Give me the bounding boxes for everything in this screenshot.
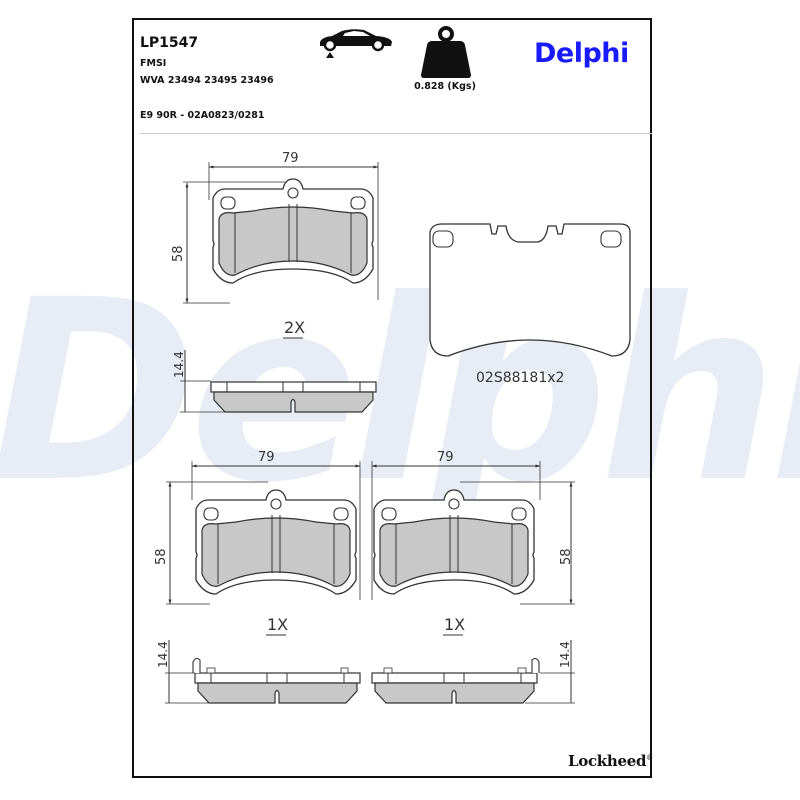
bottom-left-pad-face [195, 489, 357, 595]
svg-text:14.4: 14.4 [558, 641, 572, 668]
svg-text:58: 58 [559, 548, 574, 565]
svg-text:1X: 1X [267, 615, 288, 634]
svg-text:58: 58 [154, 548, 169, 565]
top-pad-side [210, 381, 377, 413]
svg-text:79: 79 [282, 151, 299, 166]
svg-text:58: 58 [171, 245, 186, 262]
part-number: LP1547 [140, 35, 199, 51]
svg-text:02S88181x2: 02S88181x2 [476, 370, 564, 386]
svg-text:79: 79 [437, 450, 454, 465]
bottom-left-pad-side [194, 672, 361, 704]
header-divider [140, 133, 652, 134]
datasheet-frame [132, 18, 652, 778]
car-on-lift-icon [320, 29, 392, 58]
svg-text:14.4: 14.4 [172, 351, 186, 378]
svg-text:2X: 2X [284, 318, 305, 337]
lockheed-logo: Lockheed® [568, 752, 653, 770]
svg-text:1X: 1X [444, 615, 465, 634]
weight-value: 0.828 (Kgs) [414, 81, 476, 92]
approval-number: E9 90R - 02A0823/0281 [140, 110, 265, 121]
fmsi-label: FMSI [140, 58, 167, 69]
wva-numbers: WVA 23494 23495 23496 [140, 75, 274, 86]
delphi-logo: Delphi [534, 38, 629, 69]
svg-text:79: 79 [258, 450, 275, 465]
bottom-right-pad-face [373, 489, 535, 595]
weight-icon [421, 26, 471, 78]
top-pad-face [212, 178, 374, 284]
bottom-right-pad-side [371, 672, 538, 704]
svg-text:14.4: 14.4 [156, 641, 170, 668]
backplate-drawing [429, 223, 631, 357]
